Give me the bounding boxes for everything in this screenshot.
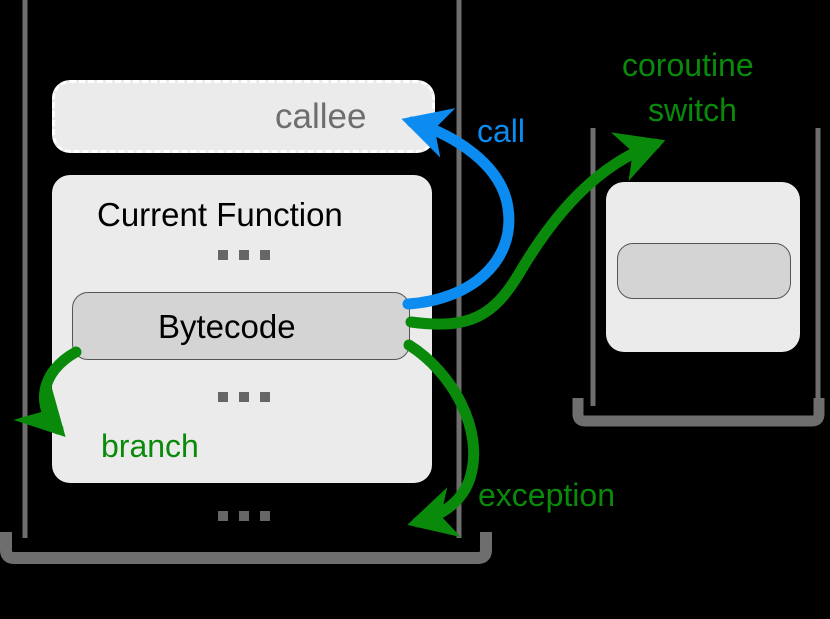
coroutine-switch-label-line2: switch	[648, 92, 737, 128]
ellipsis-dot	[218, 392, 228, 402]
ellipsis-above-bytecode	[218, 250, 270, 260]
call-arrow	[401, 108, 515, 310]
ellipsis-dot	[239, 392, 249, 402]
ellipsis-dot	[260, 511, 270, 521]
ellipsis-dot	[260, 250, 270, 260]
bytecode-box[interactable]	[72, 292, 410, 360]
ellipsis-dot	[260, 392, 270, 402]
call-label: call	[477, 113, 526, 149]
callee-label: callee	[275, 97, 367, 136]
right-stack-bracket	[572, 398, 825, 427]
ellipsis-dot	[239, 250, 249, 260]
ellipsis-below-frame	[218, 511, 270, 521]
exception-arrow	[403, 339, 480, 538]
left-stack-bracket	[0, 532, 492, 564]
ellipsis-dot	[218, 250, 228, 260]
branch-label: branch	[101, 428, 199, 464]
ellipsis-dot	[218, 511, 228, 521]
coroutine-bytecode-box[interactable]	[617, 243, 791, 299]
callee-frame-box[interactable]	[52, 80, 435, 153]
current-function-label: Current Function	[97, 196, 343, 233]
branch-arrow	[13, 346, 82, 437]
ellipsis-below-bytecode	[218, 392, 270, 402]
coroutine-switch-arrow	[405, 132, 666, 330]
coroutine-switch-label-line1: coroutine	[622, 47, 754, 83]
exception-label: exception	[478, 477, 615, 513]
ellipsis-dot	[239, 511, 249, 521]
bytecode-label: Bytecode	[158, 308, 296, 345]
